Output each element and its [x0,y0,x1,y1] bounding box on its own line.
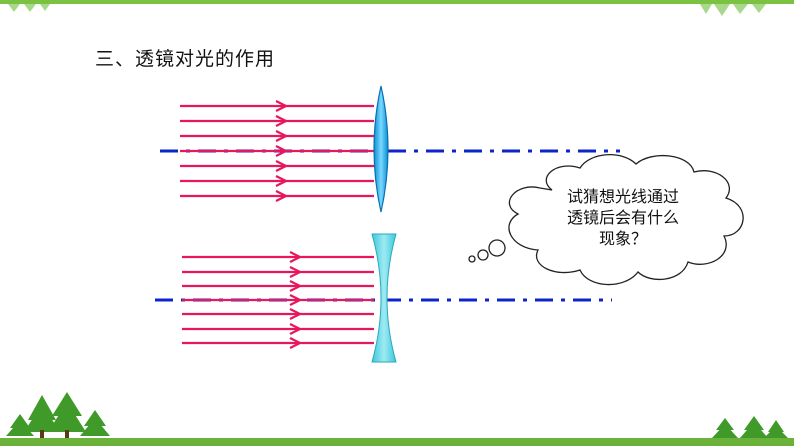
page-title: 三、透镜对光的作用 [95,48,276,70]
top-left-triangle-decoration [8,4,50,12]
tree-decoration-left [6,392,110,438]
thought-bubble-text: 试猜想光线通过 透镜后会有什么 现象？ [538,186,708,249]
bottom-decoration-bar [0,438,794,446]
top-triangle-decoration [700,4,766,16]
bubble-line-2: 透镜后会有什么 [566,208,679,227]
upper-ray-arrows [275,100,289,202]
top-decoration-bar [0,0,794,4]
convex-lens [373,85,389,213]
lower-rays [182,255,374,345]
concave-lens [371,233,397,363]
thought-bubble [468,153,744,286]
convex-lens-group [160,85,620,213]
lower-ray-arrows [289,251,303,349]
upper-rays [180,104,374,198]
concave-lens-group [155,233,612,363]
bubble-line-3: 现象？ [598,229,647,248]
tree-decoration-right [712,416,788,438]
bubble-line-1: 试猜想光线通过 [566,187,679,206]
